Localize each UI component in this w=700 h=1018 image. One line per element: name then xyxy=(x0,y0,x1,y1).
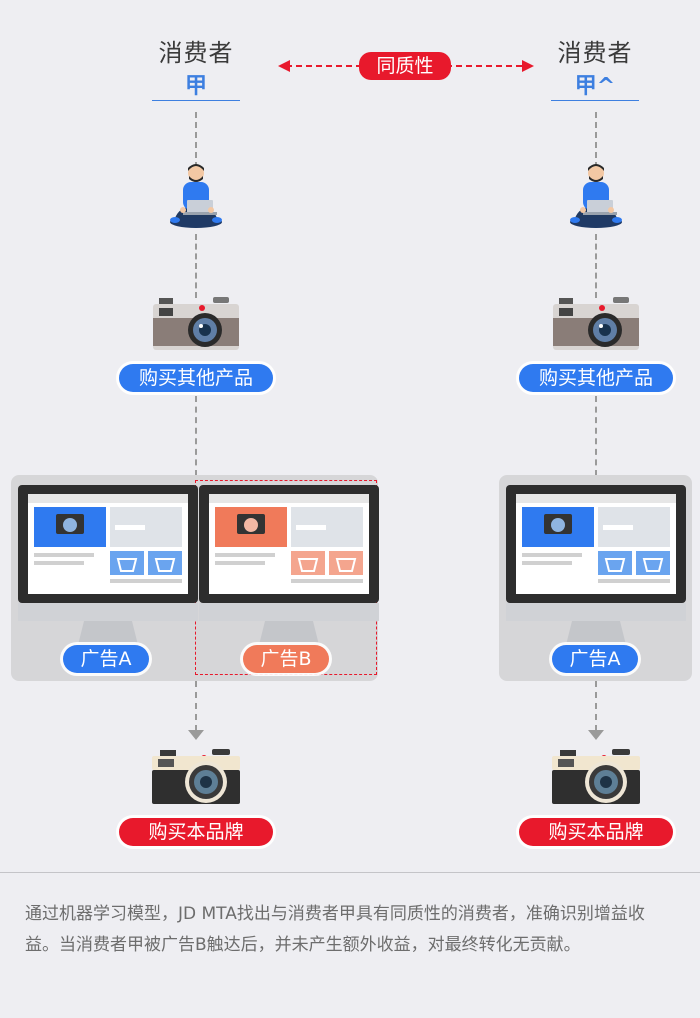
similarity-badge: 同质性 xyxy=(359,52,451,80)
monitor-ad-b-icon xyxy=(199,485,379,655)
left-purchase-brand-badge: 购买本品牌 xyxy=(119,818,273,846)
caption-divider xyxy=(0,872,700,873)
right-connector-2 xyxy=(595,234,597,298)
consumer-left-title: 消费者 xyxy=(158,39,234,67)
right-connector-3 xyxy=(595,396,597,476)
camera-icon xyxy=(151,296,241,352)
consumer-left-underline xyxy=(152,100,240,101)
right-ad-a-badge: 广告A xyxy=(552,645,638,673)
left-connector-2 xyxy=(195,234,197,298)
right-arrow-down-icon xyxy=(588,730,604,740)
left-connector-4 xyxy=(195,681,197,731)
left-connector-3 xyxy=(195,396,197,476)
camera-brand-icon xyxy=(148,748,244,806)
camera-brand-icon xyxy=(548,748,644,806)
right-purchase-brand-badge: 购买本品牌 xyxy=(519,818,673,846)
consumer-left-id: 甲 xyxy=(184,74,207,99)
right-connector-4 xyxy=(595,681,597,731)
right-connector-1 xyxy=(595,112,597,168)
left-ad-a-badge: 广告A xyxy=(63,645,149,673)
left-connector-1 xyxy=(195,112,197,168)
caption: 通过机器学习模型，JD MTA找出与消费者甲具有同质性的消费者，准确识别增益收益… xyxy=(25,904,645,955)
consumer-right-underline xyxy=(551,100,639,101)
person-laptop-icon xyxy=(561,160,631,230)
left-arrow-down-icon xyxy=(188,730,204,740)
right-purchase-other-badge: 购买其他产品 xyxy=(519,364,673,392)
ad-b-badge: 广告B xyxy=(243,645,329,673)
consumer-right-id: 甲^ xyxy=(574,74,616,99)
person-laptop-icon xyxy=(161,160,231,230)
left-purchase-other-badge: 购买其他产品 xyxy=(119,364,273,392)
consumer-right-title: 消费者 xyxy=(557,39,633,67)
monitor-ad-a-icon xyxy=(506,485,686,655)
monitor-ad-a-icon xyxy=(18,485,198,655)
camera-icon xyxy=(551,296,641,352)
